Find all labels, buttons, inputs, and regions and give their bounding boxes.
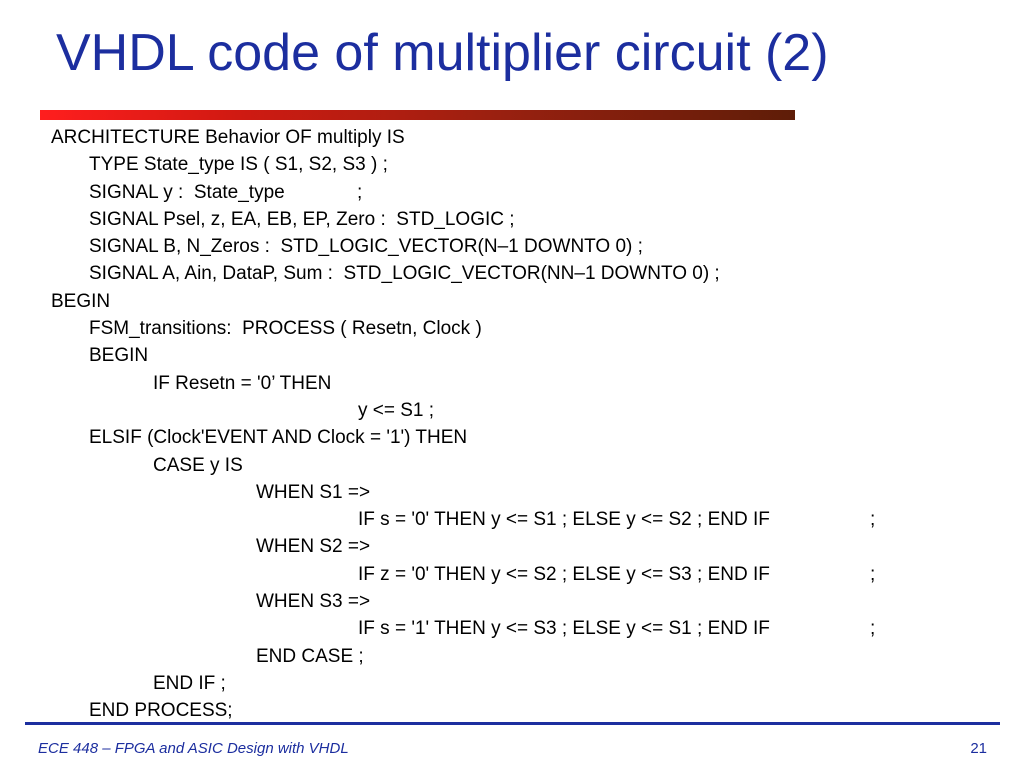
code-line: CASE y IS (51, 452, 1001, 479)
code-text: FSM_transitions: PROCESS ( Resetn, Clock… (89, 318, 482, 340)
code-line: IF z = '0' THEN y <= S2 ; ELSE y <= S3 ;… (51, 561, 1001, 588)
code-line: FSM_transitions: PROCESS ( Resetn, Clock… (51, 315, 1001, 342)
footer-course-title: ECE 448 – FPGA and ASIC Design with VHDL (38, 740, 349, 757)
code-text: SIGNAL y : State_type (89, 181, 285, 203)
slide-title: VHDL code of multiplier circuit (2) (56, 24, 829, 82)
code-terminator: ; (357, 181, 363, 203)
code-line: IF s = '1' THEN y <= S3 ; ELSE y <= S1 ;… (51, 615, 1001, 642)
code-text: BEGIN (51, 290, 111, 312)
code-terminator: ; (870, 618, 876, 640)
code-line: IF Resetn = '0’ THEN (51, 370, 1001, 397)
code-line: TYPE State_type IS ( S1, S2, S3 ) ; (51, 151, 1001, 178)
code-line: ELSIF (Clock'EVENT AND Clock = '1') THEN (51, 424, 1001, 451)
code-text: WHEN S3 => (256, 591, 371, 613)
code-line: y <= S1 ; (51, 397, 1001, 424)
code-text: IF z = '0' THEN y <= S2 ; ELSE y <= S3 ;… (358, 563, 770, 585)
code-line: SIGNAL y : State_type; (51, 179, 1001, 206)
code-text: y <= S1 ; (358, 399, 435, 421)
code-line: END CASE ; (51, 643, 1001, 670)
code-line: END PROCESS; (51, 697, 1001, 724)
code-terminator: ; (870, 509, 876, 531)
code-text: IF s = '0' THEN y <= S1 ; ELSE y <= S2 ;… (358, 509, 770, 531)
footer-divider (25, 722, 1000, 725)
code-text: SIGNAL B, N_Zeros : STD_LOGIC_VECTOR(N–1… (89, 236, 643, 258)
code-text: TYPE State_type IS ( S1, S2, S3 ) ; (89, 154, 388, 176)
code-line: IF s = '0' THEN y <= S1 ; ELSE y <= S2 ;… (51, 506, 1001, 533)
code-line: SIGNAL A, Ain, DataP, Sum : STD_LOGIC_VE… (51, 260, 1001, 287)
code-text: CASE y IS (153, 454, 243, 476)
code-line: SIGNAL B, N_Zeros : STD_LOGIC_VECTOR(N–1… (51, 233, 1001, 260)
code-text: WHEN S2 => (256, 536, 371, 558)
code-text: IF Resetn = '0’ THEN (153, 372, 332, 394)
code-line: WHEN S3 => (51, 588, 1001, 615)
slide-page-number: 21 (970, 740, 987, 757)
code-text: ARCHITECTURE Behavior OF multiply IS (51, 127, 405, 148)
code-text: WHEN S1 => (256, 481, 371, 503)
code-text: ELSIF (Clock'EVENT AND Clock = '1') THEN (89, 427, 468, 449)
code-line: ARCHITECTURE Behavior OF multiply IS (51, 124, 1001, 151)
code-terminator: ; (870, 563, 876, 585)
code-text: END PROCESS; (89, 700, 233, 722)
code-text: END IF ; (153, 672, 226, 694)
code-line: WHEN S1 => (51, 479, 1001, 506)
code-text: SIGNAL A, Ain, DataP, Sum : STD_LOGIC_VE… (89, 263, 720, 285)
code-text: END CASE ; (256, 645, 364, 667)
code-block: ARCHITECTURE Behavior OF multiply IS TYPE… (51, 124, 1001, 725)
code-line: SIGNAL Psel, z, EA, EB, EP, Zero : STD_L… (51, 206, 1001, 233)
title-underline (40, 110, 795, 120)
code-line: WHEN S2 => (51, 533, 1001, 560)
code-text: SIGNAL Psel, z, EA, EB, EP, Zero : STD_L… (89, 208, 515, 230)
code-text: IF s = '1' THEN y <= S3 ; ELSE y <= S1 ;… (358, 618, 770, 640)
code-line: BEGIN (51, 342, 1001, 369)
code-line: BEGIN (51, 288, 1001, 315)
code-text: BEGIN (89, 345, 149, 367)
code-line: END IF ; (51, 670, 1001, 697)
